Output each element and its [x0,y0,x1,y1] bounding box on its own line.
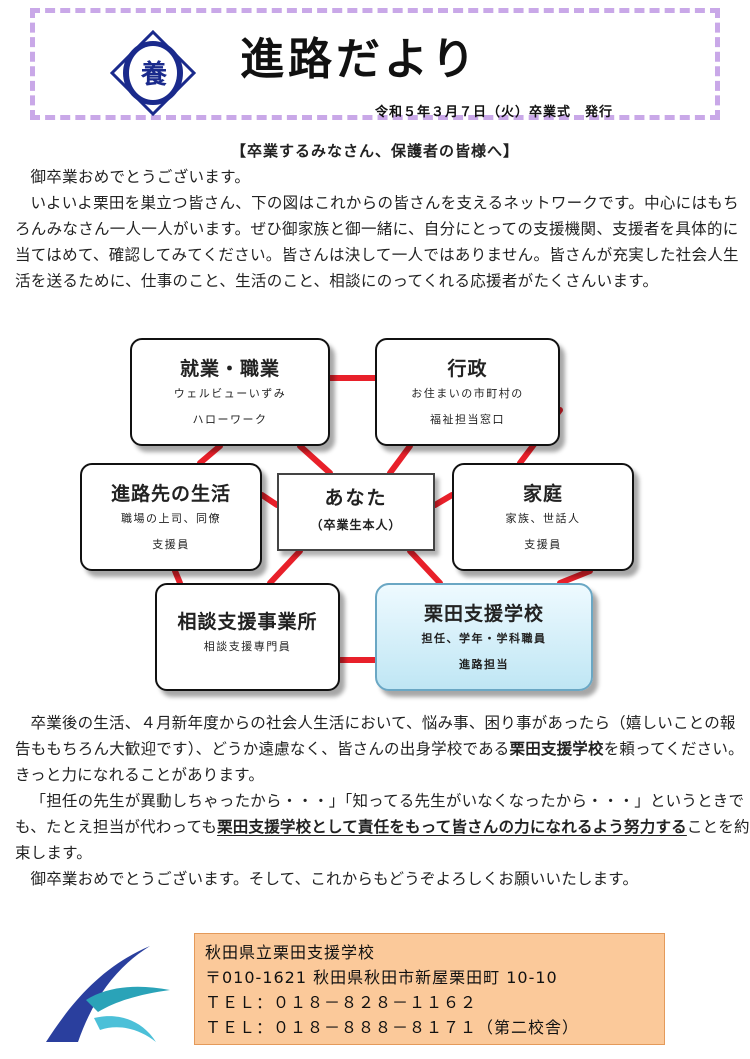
connector-line [259,492,280,508]
school-name-bold: 栗田支援学校 [509,740,604,758]
node-line: 進路担当 [459,658,509,671]
connector-line [197,443,223,466]
closing-text: 卒業後の生活、４月新年度からの社会人生活において、悩み事、困り事があったら（嬉し… [15,710,750,892]
text-span: 卒業後の生活、４月新年度からの社会人生活において、悩み事、困り事があったら（嬉し… [15,714,736,758]
text-span: 「担任の先生が異動しちゃったから・・・」「知ってる先生がいなくなったから・・・」… [15,792,745,836]
node-line: 支援員 [152,538,190,551]
connector-line [432,492,455,508]
closing-paragraph-2: 「担任の先生が異動しちゃったから・・・」「知ってる先生がいなくなったから・・・」… [15,788,750,866]
node-title: 栗田支援学校 [423,603,544,625]
node-title: 行政 [447,358,488,380]
connector-line [172,568,183,586]
connector-lines [172,375,593,663]
text-span: を頼ってください。きっと力になれることがあります。 [15,740,744,784]
node-center-you: あなた （卒業生本人） [277,473,435,551]
connector-line [267,548,303,586]
school-emblem-icon: 養 [110,30,196,116]
issue-date: 令和５年３月７日（火）卒業式 発行 [375,105,614,120]
contact-box: 秋田県立栗田支援学校 〒010-1621 秋田県秋田市新屋栗田町 10-10 Ｔ… [194,933,665,1045]
node-line: ハローワーク [192,413,268,426]
page-title: 進路だより [240,34,480,85]
node-line: 支援員 [524,538,562,551]
contact-address: 〒010-1621 秋田県秋田市新屋栗田町 10-10 [205,968,558,987]
promise-bold: 栗田支援学校として責任をもって皆さんの力になれるよう努力する [217,818,687,836]
connector-line [407,548,443,586]
node-line: 家族、世話人 [505,512,581,525]
intro-paragraph: いよいよ栗田を巣立つ皆さん、下の図はこれからの皆さんを支えるネットワークです。中… [15,194,739,290]
node-line: ウェルビューいずみ [173,387,287,400]
closing-paragraph-3: 御卒業おめでとうございます。そして、これからもどうぞよろしくお願いいたします。 [30,870,639,888]
connector-line [297,443,333,476]
support-network-diagram: 就業・職業 ウェルビューいずみ ハローワーク 行政 お住まいの市町村の 福祉担当… [0,330,750,700]
node-line: お住まいの市町村の [411,387,524,400]
node-line: 福祉担当窓口 [430,413,505,426]
contact-school: 秋田県立栗田支援学校 [205,943,376,962]
center-title: あなた [324,487,388,509]
node-title: 家庭 [522,483,563,505]
closing-paragraph-1: 卒業後の生活、４月新年度からの社会人生活において、悩み事、困り事があったら（嬉し… [15,710,750,788]
node-title: 相談支援事業所 [177,611,318,633]
node-government: 行政 お住まいの市町村の 福祉担当窓口 [375,338,560,446]
newsletter-header: 養 進路だより 令和５年３月７日（火）卒業式 発行 [30,8,720,120]
contact-tel-2: ＴＥＬ：０１８－８８８－８１７１（第二校舎） [205,1018,580,1037]
node-title: 進路先の生活 [110,483,231,505]
node-school: 栗田支援学校 担任、学年・学科職員 進路担当 [375,583,593,691]
node-line: 担任、学年・学科職員 [421,632,547,645]
node-title: 就業・職業 [179,358,280,380]
intro-text: 御卒業おめでとうございます。 いよいよ栗田を巣立つ皆さん、下の図はこれからの皆さ… [15,164,740,294]
node-consult: 相談支援事業所 相談支援専門員 [155,583,340,691]
node-family: 家庭 家族、世話人 支援員 [452,463,634,571]
node-line: 職場の上司、同僚 [121,512,221,525]
node-life: 進路先の生活 職場の上司、同僚 支援員 [80,463,262,571]
school-logo-icon [46,946,170,1042]
section-heading: 【卒業するみなさん、保護者の皆様へ】 [230,142,519,160]
center-sub: （卒業生本人） [310,518,402,532]
node-line: 相談支援専門員 [203,640,292,653]
text-span: ことを約束します。 [15,818,750,862]
node-employment: 就業・職業 ウェルビューいずみ ハローワーク [130,338,330,446]
connector-line [387,443,413,476]
contact-tel-1: ＴＥＬ：０１８－８２８－１１６２ [205,993,478,1012]
emblem-char: 養 [140,60,168,90]
connector-line [557,568,593,586]
intro-line1: 御卒業おめでとうございます。 [30,168,251,186]
